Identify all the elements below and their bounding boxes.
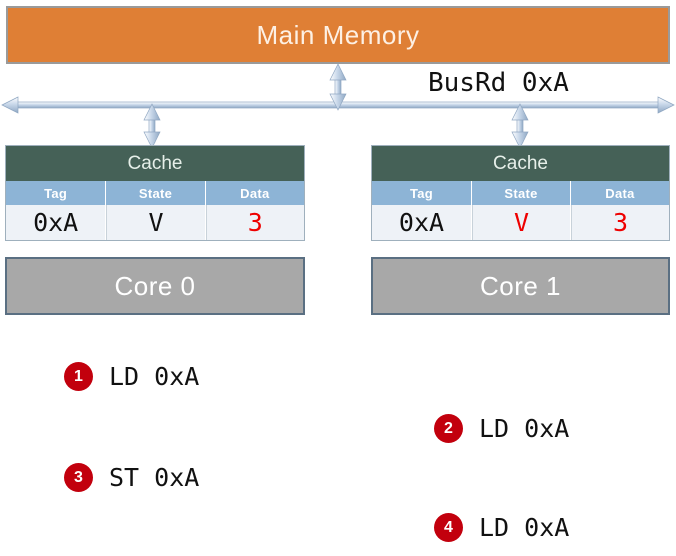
cache1-header-data: Data: [571, 181, 669, 205]
cache1-bus-connector-icon: [511, 103, 529, 149]
instruction-text-1: LD 0xA: [109, 362, 200, 391]
cache1-value-state: V: [472, 205, 570, 240]
main-memory-box: Main Memory: [6, 6, 670, 64]
cache1-column-state: State V: [471, 181, 570, 240]
instruction-badge-2: 2: [434, 414, 463, 443]
cache1-value-data: 3: [571, 205, 669, 240]
cache1-column-tag: Tag 0xA: [372, 181, 471, 240]
cache-core-group-0: Cache Tag 0xA State V Data 3 Core 0: [5, 145, 305, 315]
bus-wires: [1, 63, 675, 149]
instruction-text-3: ST 0xA: [109, 463, 200, 492]
cache0-value-data: 3: [205, 205, 304, 240]
core-box-0: Core 0: [5, 257, 305, 315]
main-memory-label: Main Memory: [256, 19, 420, 50]
cache-columns-0: Tag 0xA State V Data 3: [6, 181, 304, 240]
core-label-0: Core 0: [114, 270, 196, 301]
instruction-badge-4: 4: [434, 513, 463, 542]
cache0-value-tag: 0xA: [6, 205, 106, 240]
cache1-column-data: Data 3: [570, 181, 669, 240]
cache0-header-tag: Tag: [6, 181, 106, 205]
core-box-1: Core 1: [371, 257, 670, 315]
cache0-bus-connector-icon: [143, 103, 161, 149]
instruction-item-4: 4 LD 0xA: [434, 513, 569, 542]
cache-title-0: Cache: [6, 146, 304, 181]
cache-table-1: Cache Tag 0xA State V Data 3: [371, 145, 670, 241]
cache0-column-tag: Tag 0xA: [6, 181, 106, 240]
cache-table-0: Cache Tag 0xA State V Data 3: [5, 145, 305, 241]
cache0-column-state: State V: [105, 181, 205, 240]
cache1-header-tag: Tag: [372, 181, 471, 205]
instruction-item-3: 3 ST 0xA: [64, 463, 199, 492]
instruction-item-1: 1 LD 0xA: [64, 362, 199, 391]
instruction-badge-3: 3: [64, 463, 93, 492]
cache0-column-data: Data 3: [204, 181, 304, 240]
instruction-item-2: 2 LD 0xA: [434, 414, 569, 443]
cache-title-1: Cache: [372, 146, 669, 181]
instruction-badge-1: 1: [64, 362, 93, 391]
bus-transaction-label: BusRd 0xA: [428, 68, 569, 98]
instruction-text-4: LD 0xA: [479, 513, 570, 542]
cache0-value-state: V: [106, 205, 205, 240]
cache0-header-state: State: [106, 181, 205, 205]
cache-core-group-1: Cache Tag 0xA State V Data 3 Core 1: [371, 145, 670, 315]
core-label-1: Core 1: [479, 270, 562, 301]
instruction-text-2: LD 0xA: [479, 414, 570, 443]
memory-bus-connector-icon: [329, 63, 347, 111]
cache1-value-tag: 0xA: [372, 205, 471, 240]
cache1-header-state: State: [472, 181, 570, 205]
cache-columns-1: Tag 0xA State V Data 3: [372, 181, 669, 240]
cache0-header-data: Data: [205, 181, 304, 205]
